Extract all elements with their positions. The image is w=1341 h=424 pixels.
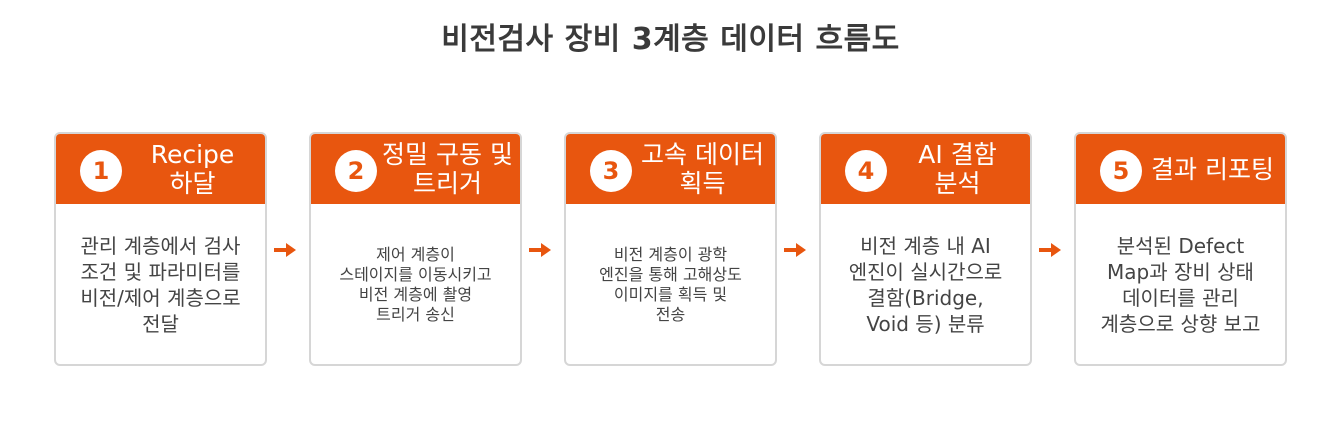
step-header-1: 1 Recipe 하달 xyxy=(56,134,265,204)
step-description: 비전 계층이 광학 엔진을 통해 고해상도 이미지를 획득 및 전송 xyxy=(599,245,742,324)
arrow-right-icon xyxy=(529,243,551,257)
arrow-right-icon xyxy=(1039,243,1061,257)
arrow-right-icon xyxy=(274,243,296,257)
step-card-2: 2 정밀 구동 및 트리거 제어 계층이 스테이지를 이동시키고 비전 계층에 … xyxy=(309,132,522,366)
step-number-badge: 5 xyxy=(1100,150,1142,192)
step-description: 분석된 Defect Map과 장비 상태 데이터를 관리 계층으로 상향 보고 xyxy=(1100,234,1261,336)
step-description: 비전 계층 내 AI 엔진이 실시간으로 결함(Bridge, Void 등) … xyxy=(848,234,1003,336)
step-description: 관리 계층에서 검사 조건 및 파라미터를 비전/제어 계층으로 전달 xyxy=(80,234,241,336)
step-title: 정밀 구동 및 트리거 xyxy=(382,140,513,198)
diagram-title: 비전검사 장비 3계층 데이터 흐름도 xyxy=(441,22,900,57)
step-header-4: 4 AI 결함 분석 xyxy=(821,134,1030,204)
step-card-1: 1 Recipe 하달 관리 계층에서 검사 조건 및 파라미터를 비전/제어 … xyxy=(54,132,267,366)
step-number-badge: 2 xyxy=(335,150,377,192)
step-title: 고속 데이터 획득 xyxy=(641,140,764,198)
step-card-3: 3 고속 데이터 획득 비전 계층이 광학 엔진을 통해 고해상도 이미지를 획… xyxy=(564,132,777,366)
step-title: 결과 리포팅 xyxy=(1151,154,1274,184)
step-header-5: 5 결과 리포팅 xyxy=(1076,134,1285,204)
step-card-5: 5 결과 리포팅 분석된 Defect Map과 장비 상태 데이터를 관리 계… xyxy=(1074,132,1287,366)
arrow-right-icon xyxy=(784,243,806,257)
step-title: Recipe 하달 xyxy=(150,140,235,198)
step-header-2: 2 정밀 구동 및 트리거 xyxy=(311,134,520,204)
step-card-4: 4 AI 결함 분석 비전 계층 내 AI 엔진이 실시간으로 결함(Bridg… xyxy=(819,132,1032,366)
step-number-badge: 4 xyxy=(845,150,887,192)
step-title: AI 결함 분석 xyxy=(918,140,997,198)
step-number-badge: 3 xyxy=(590,150,632,192)
step-number-badge: 1 xyxy=(80,150,122,192)
step-description: 제어 계층이 스테이지를 이동시키고 비전 계층에 촬영 트리거 송신 xyxy=(339,245,492,324)
step-header-3: 3 고속 데이터 획득 xyxy=(566,134,775,204)
